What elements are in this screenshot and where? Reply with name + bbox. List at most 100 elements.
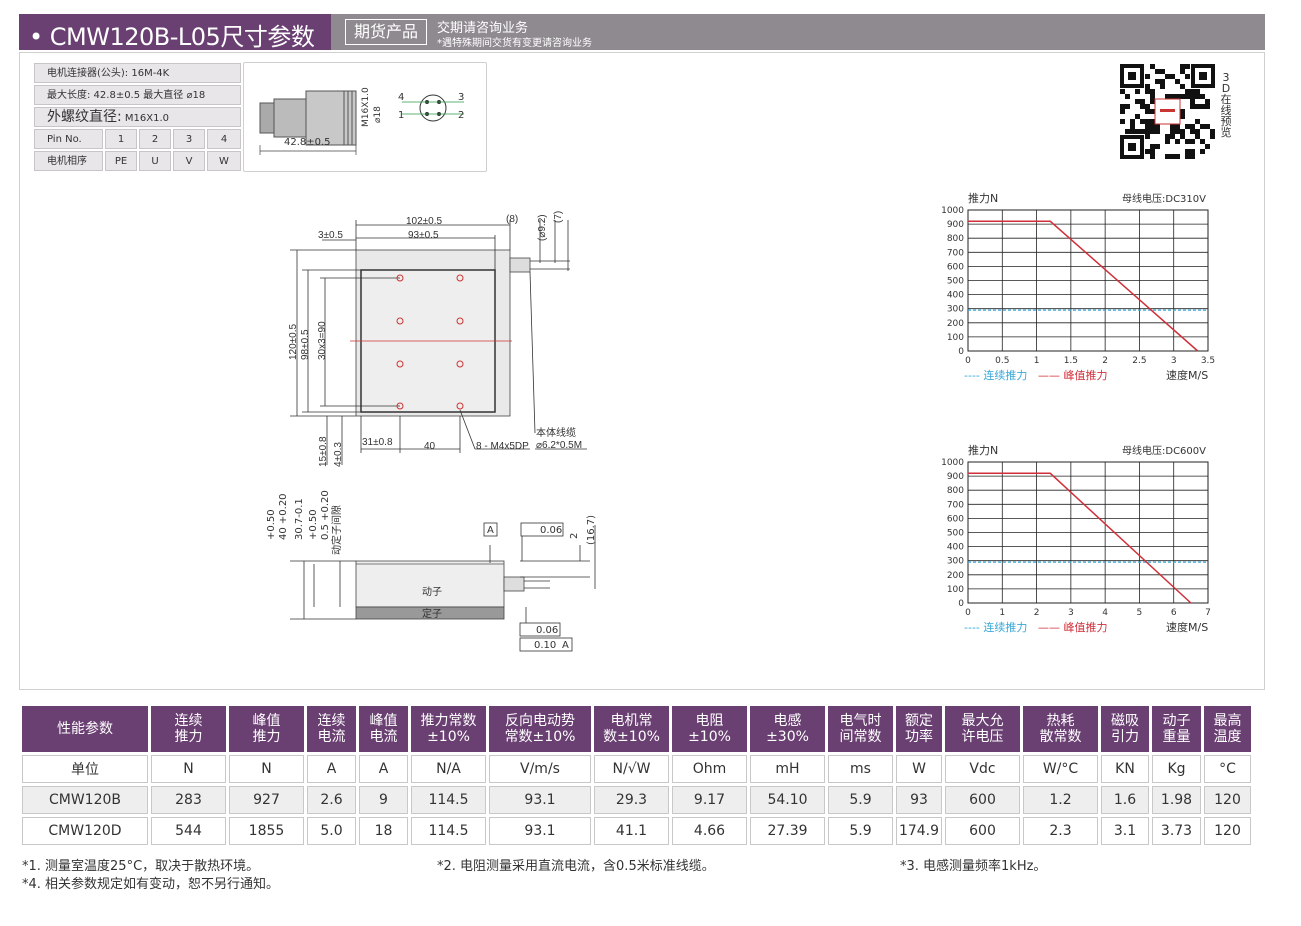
parallelism-datum: A <box>562 640 569 651</box>
dim-h98: 98±0.5 <box>300 329 311 360</box>
header-text: 数±10% <box>603 729 660 745</box>
header-text: 连续 <box>174 713 203 729</box>
table-header-cell: 热耗散常数 <box>1023 706 1098 752</box>
x-tick-label: 5 <box>1137 608 1143 618</box>
y-tick-label: 0 <box>958 347 964 357</box>
header-text: 电流 <box>369 729 398 745</box>
header-text: 引力 <box>1111 729 1139 745</box>
pin-cell: 3 <box>173 129 205 149</box>
footnote-3: *3. 电感测量频率1kHz。 <box>900 859 1047 874</box>
performance-table: 性能参数连续推力峰值推力连续电流峰值电流推力常数±10%反向电动势常数±10%电… <box>19 703 1254 848</box>
y-tick-label: 300 <box>947 305 964 315</box>
phase-cell: W <box>207 151 241 171</box>
qr-code-icon[interactable] <box>1120 64 1215 159</box>
x-tick-label: 1 <box>1034 356 1040 366</box>
table-header-cell: 连续电流 <box>307 706 356 752</box>
table-cell: 2.6 <box>307 786 356 814</box>
dim-h120: 120±0.5 <box>288 323 299 360</box>
peak-thrust-line <box>968 220 1199 352</box>
phase-cell: U <box>139 151 171 171</box>
table-header-cell: 电机常数±10% <box>594 706 669 752</box>
dim-05-tol-upper: +0.50 <box>308 509 319 540</box>
x-tick-label: 3.5 <box>1201 356 1215 366</box>
phase-cell: V <box>173 151 205 171</box>
chart-voltage: 母线电压:DC310V <box>1122 192 1206 205</box>
x-tick-label: 3 <box>1068 608 1074 618</box>
table-cell: 283 <box>151 786 226 814</box>
dim-w93: 93±0.5 <box>408 230 439 241</box>
header-text: 峰值 <box>252 713 281 729</box>
peak-thrust-line <box>968 472 1192 604</box>
table-cell: mH <box>750 755 825 783</box>
y-tick-label: 600 <box>947 262 964 272</box>
x-tick-label: 2 <box>1102 356 1108 366</box>
holes-spec: 8 - M4x5DP <box>476 441 529 452</box>
table-header-cell: 连续推力 <box>151 706 226 752</box>
header-text: 动子 <box>1162 713 1191 729</box>
dim-h30x3: 30x3=90 <box>317 321 328 360</box>
y-tick-label: 300 <box>947 557 964 567</box>
y-tick-label: 500 <box>947 529 964 539</box>
header-text: 电气时 <box>839 713 882 729</box>
header-text: 散常数 <box>1039 729 1082 745</box>
table-cell: Kg <box>1152 755 1201 783</box>
header-text: 反向电动势 <box>505 713 575 729</box>
y-tick-label: 200 <box>947 319 964 329</box>
table-cell: 54.10 <box>750 786 825 814</box>
connector-type: 电机连接器(公头): 16M-4K <box>34 63 241 83</box>
dim-9-2: (⌀9.2) <box>537 214 548 241</box>
pin-cell: 2 <box>139 129 171 149</box>
dim-w40: 40 <box>424 441 436 452</box>
table-cell: 41.1 <box>594 817 669 845</box>
table-header-cell: 磁吸引力 <box>1101 706 1149 752</box>
table-cell: 544 <box>151 817 226 845</box>
pin-cell: 1 <box>105 129 137 149</box>
header-text: 性能参数 <box>57 721 113 737</box>
x-tick-label: 0.5 <box>995 356 1009 366</box>
table-cell: 5.0 <box>307 817 356 845</box>
table-cell: 2.3 <box>1023 817 1098 845</box>
table-cell: A <box>307 755 356 783</box>
pin-number: 4 <box>398 92 404 103</box>
y-tick-label: 0 <box>958 599 964 609</box>
header-text: 磁吸 <box>1111 713 1139 729</box>
dim-3: 3±0.5 <box>318 230 343 241</box>
table-header-cell: 电感±30% <box>750 706 825 752</box>
chart-y-title: 推力N <box>968 443 998 457</box>
header-text: 连续 <box>317 713 346 729</box>
table-cell: 5.9 <box>828 786 893 814</box>
footnote-2: *2. 电阻测量采用直流电流，含0.5米标准线缆。 <box>437 859 715 874</box>
table-cell: W <box>896 755 942 783</box>
qr-label: 3D在线预览 <box>1220 71 1232 139</box>
y-tick-label: 200 <box>947 571 964 581</box>
pin-number: 1 <box>398 110 404 121</box>
table-cell: 18 <box>359 817 408 845</box>
dim-w31: 31±0.8 <box>362 437 393 448</box>
mounting-holes <box>396 274 464 410</box>
table-cell: 1855 <box>229 817 304 845</box>
y-tick-label: 400 <box>947 291 964 301</box>
table-header-cell: 电气时间常数 <box>828 706 893 752</box>
header-text: 间常数 <box>839 729 882 745</box>
table-cell: 600 <box>945 786 1020 814</box>
table-cell: 120 <box>1204 817 1251 845</box>
gap-label: 动定子间隙 <box>330 505 343 555</box>
table-header-cell: 最大允许电压 <box>945 706 1020 752</box>
table-header-cell: 最高温度 <box>1204 706 1251 752</box>
flatness-1: 0.06 <box>540 525 562 536</box>
stator-label: 定子 <box>422 607 442 620</box>
phase-label: 电机相序 <box>34 151 103 171</box>
x-tick-label: 7 <box>1205 608 1211 618</box>
thread-diameter: 外螺纹直径: M16X1.0 <box>34 107 241 127</box>
header-text: 重量 <box>1162 729 1191 745</box>
table-cell: 114.5 <box>411 817 486 845</box>
dim-2: 2 <box>569 533 580 539</box>
table-cell: N <box>151 755 226 783</box>
side-view <box>290 522 596 652</box>
table-cell: 29.3 <box>594 786 669 814</box>
table-cell: °C <box>1204 755 1251 783</box>
connector-drawing: 42.8±0.5 M16X1.0 ⌀18 4 3 1 2 <box>243 62 487 172</box>
table-cell: A <box>359 755 408 783</box>
table-cell: 9 <box>359 786 408 814</box>
